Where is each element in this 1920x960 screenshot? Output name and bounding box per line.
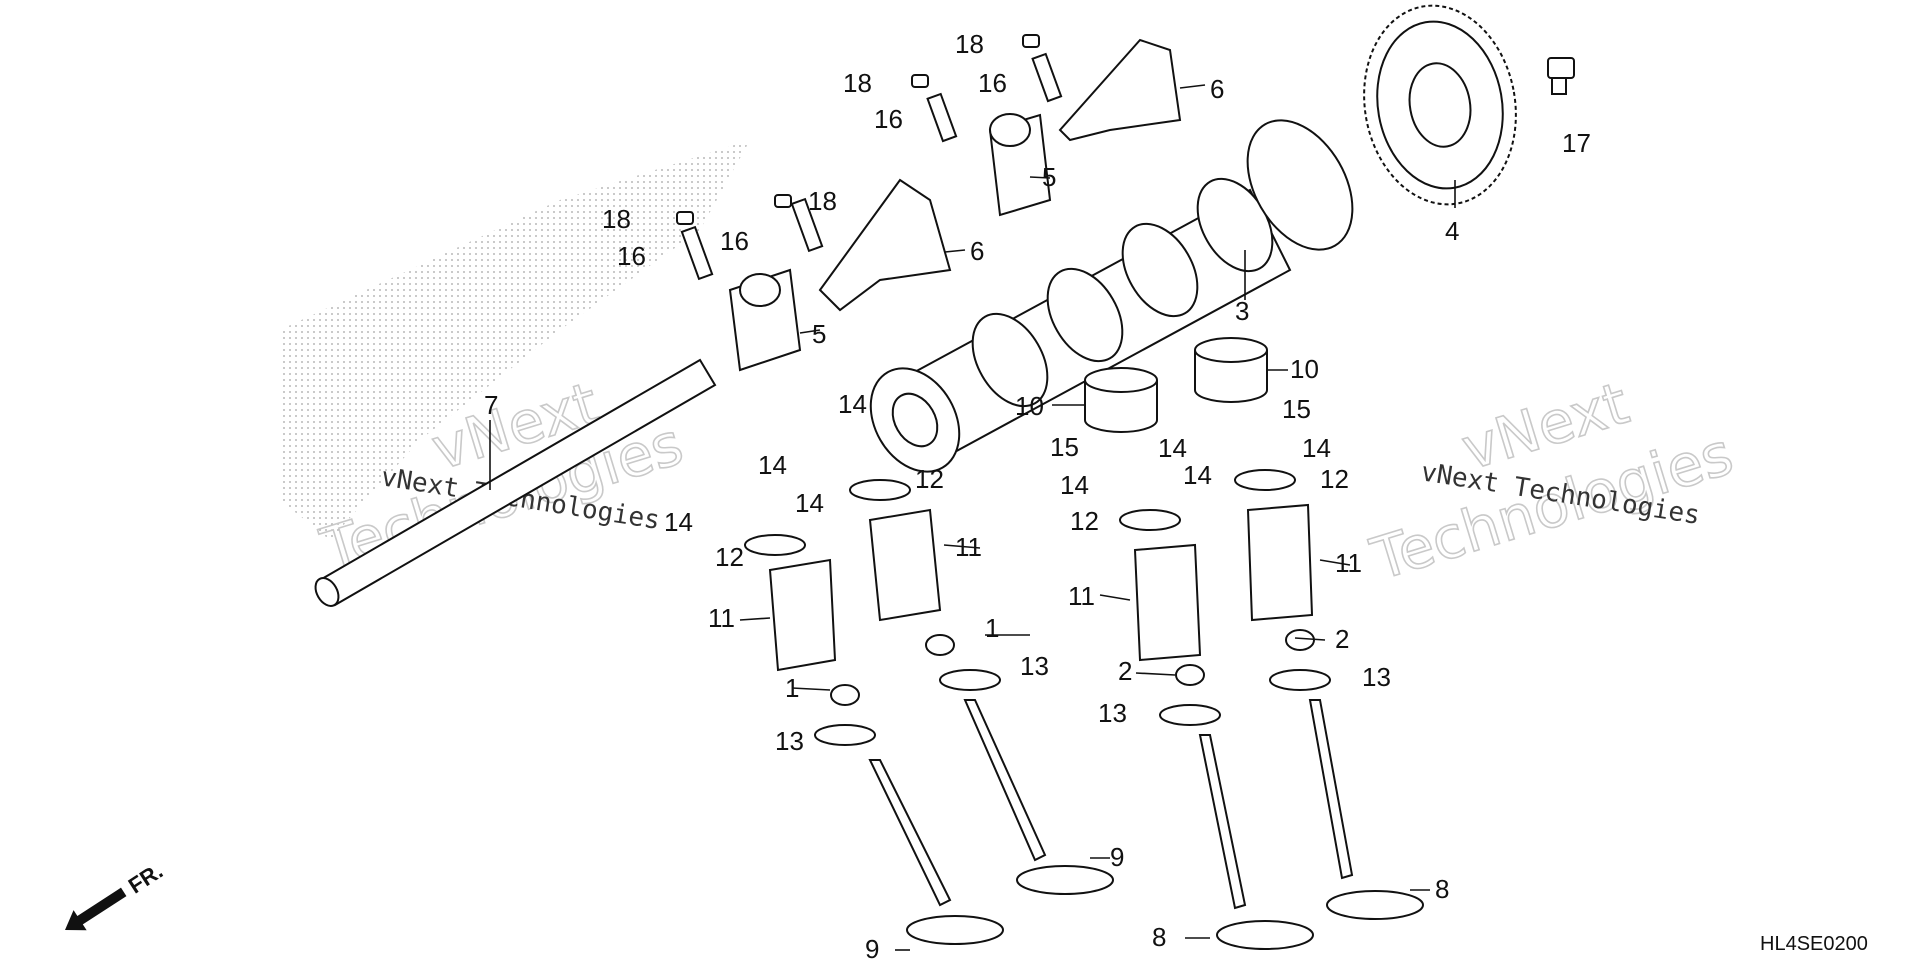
adjusting-screws [676,34,1063,281]
svg-text:18: 18 [843,68,872,98]
svg-text:14: 14 [758,450,787,480]
svg-text:11: 11 [955,532,982,562]
svg-text:7: 7 [484,390,498,420]
svg-text:13: 13 [1020,651,1049,681]
svg-text:12: 12 [1320,464,1349,494]
svg-text:8: 8 [1152,922,1166,952]
svg-text:12: 12 [915,464,944,494]
svg-text:14: 14 [1060,470,1089,500]
svg-text:14: 14 [1183,460,1212,490]
valve-group-3 [1119,509,1314,950]
svg-text:12: 12 [1070,506,1099,536]
svg-text:14: 14 [1302,433,1331,463]
svg-text:18: 18 [602,204,631,234]
svg-text:16: 16 [874,104,903,134]
cam-sprocket [1363,4,1517,206]
svg-text:10: 10 [1015,391,1044,421]
rocker-shaft [314,358,717,607]
svg-text:9: 9 [865,934,879,960]
valve-lifters [1084,337,1268,433]
svg-text:10: 10 [1290,354,1319,384]
svg-text:11: 11 [1068,581,1095,611]
diagram-code: HL4SE0200 [1760,933,1868,955]
svg-text:6: 6 [1210,74,1224,104]
svg-text:5: 5 [1042,162,1056,192]
svg-text:18: 18 [955,29,984,59]
valve-group-1 [744,534,1004,945]
leader-lines [489,84,1456,951]
svg-text:14: 14 [795,488,824,518]
callout-labels: 1 1 2 2 3 4 5 5 6 6 7 8 8 9 9 10 10 11 1… [484,29,1591,960]
svg-text:13: 13 [1098,698,1127,728]
svg-text:2: 2 [1335,624,1349,654]
svg-text:3: 3 [1235,296,1249,326]
sprocket-bolt [1547,57,1575,95]
svg-text:5: 5 [812,319,826,349]
svg-text:16: 16 [720,226,749,256]
svg-text:11: 11 [708,603,735,633]
valve-group-2 [849,479,1114,895]
svg-text:2: 2 [1118,656,1132,686]
svg-text:4: 4 [1445,216,1459,246]
svg-text:15: 15 [1050,432,1079,462]
camshaft [869,119,1354,473]
svg-text:14: 14 [664,507,693,537]
front-arrow: FR. [65,858,167,931]
valve-group-4 [1234,469,1424,920]
svg-text:6: 6 [970,236,984,266]
svg-text:16: 16 [978,68,1007,98]
rocker-arms [728,38,1182,372]
svg-text:14: 14 [1158,433,1187,463]
watermark-right: vNext Technologies vNext Technologies [1362,368,1741,594]
svg-text:15: 15 [1282,394,1311,424]
svg-text:16: 16 [617,241,646,271]
svg-text:9: 9 [1110,842,1124,872]
svg-text:FR.: FR. [124,858,167,898]
svg-text:1: 1 [785,673,799,703]
svg-text:13: 13 [775,726,804,756]
svg-text:1: 1 [985,613,999,643]
svg-text:13: 13 [1362,662,1391,692]
svg-text:14: 14 [838,389,867,419]
head-shading [280,140,750,540]
svg-text:11: 11 [1335,548,1362,578]
svg-text:18: 18 [808,186,837,216]
svg-text:8: 8 [1435,874,1449,904]
svg-text:12: 12 [715,542,744,572]
svg-text:17: 17 [1562,128,1591,158]
